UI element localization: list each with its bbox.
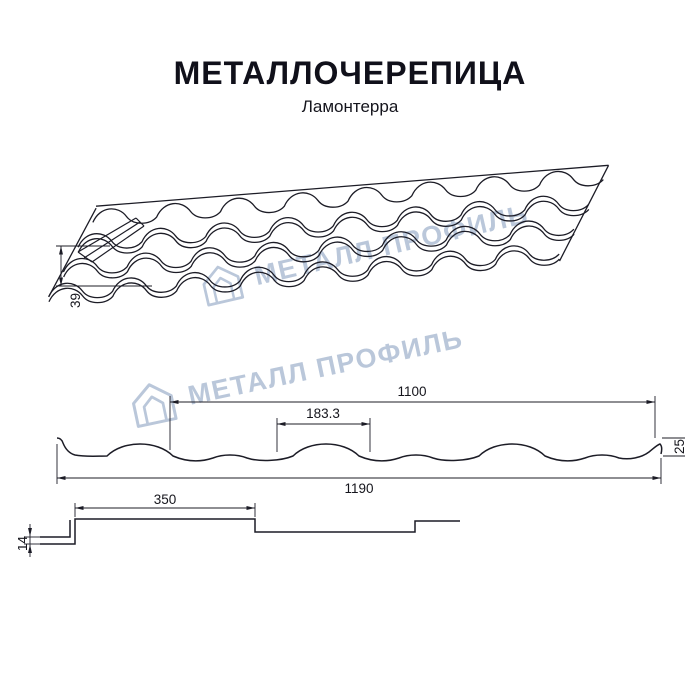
dim-25: [662, 437, 685, 457]
dim-350-label: 350: [154, 493, 177, 507]
longitudinal-section-drawing: 350 14: [18, 493, 460, 557]
dim-25-label: 25: [672, 439, 685, 454]
profile-line: [56, 437, 663, 462]
cross-section-drawing: 1100 183.3 25 1190: [56, 384, 685, 496]
dim-14: [24, 524, 40, 557]
dim-183: [276, 418, 371, 452]
dim-1190: [56, 444, 662, 484]
perspective-drawing: 39: [48, 164, 610, 308]
dim-1100-label: 1100: [397, 384, 426, 399]
dim-1100: [169, 396, 656, 450]
page-title: МЕТАЛЛОЧЕРЕПИЦА: [173, 55, 527, 91]
dim-183-label: 183.3: [306, 406, 340, 421]
sheet-step-line: [40, 518, 460, 545]
page-subtitle: Ламонтерра: [301, 97, 399, 116]
dim-39: [56, 245, 152, 287]
watermark-1: МЕТАЛЛ ПРОФИЛЬ: [198, 193, 533, 309]
roof-tile-rows: [48, 164, 610, 304]
dim-350: [74, 503, 256, 517]
metall-profil-logo-icon: [202, 265, 245, 307]
dim-1190-label: 1190: [344, 481, 373, 496]
dim-39-label: 39: [68, 293, 83, 308]
dim-14-label: 14: [18, 535, 30, 551]
